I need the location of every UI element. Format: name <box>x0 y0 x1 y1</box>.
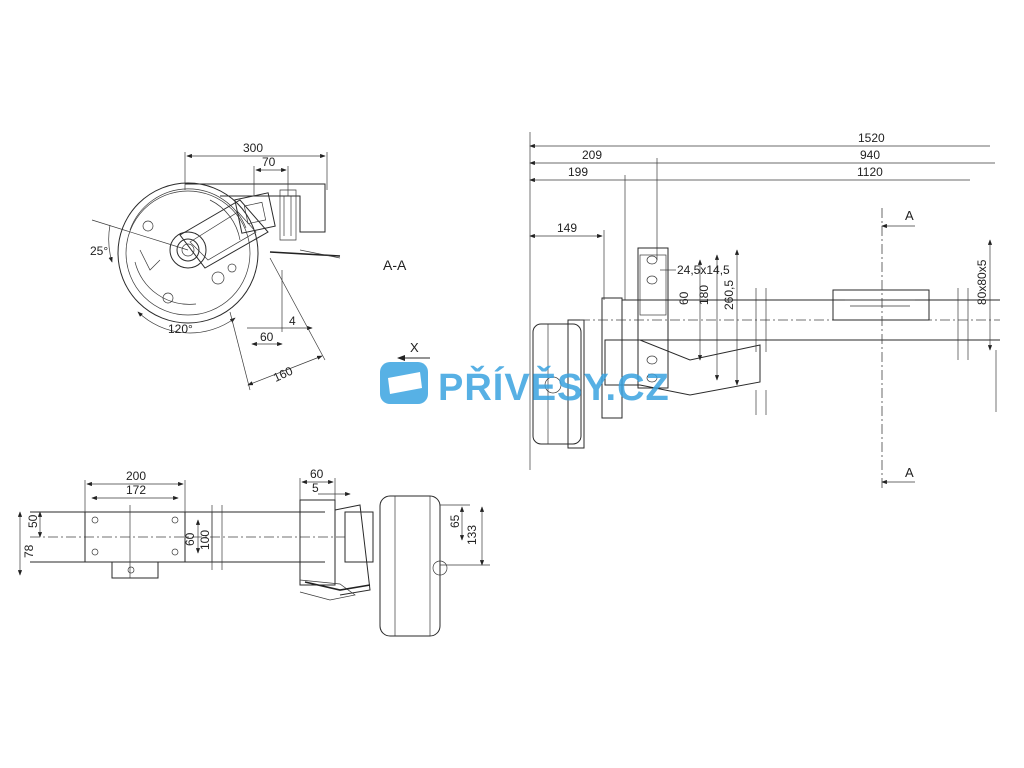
angle-120: 120° <box>168 322 193 336</box>
section-marker-bottom: A <box>905 465 914 480</box>
tube-size: 80x80x5 <box>975 259 989 305</box>
logo-text: PŘÍVĚSY.CZ <box>438 365 670 409</box>
dim-209: 209 <box>582 148 602 162</box>
section-label: A-A <box>383 257 407 273</box>
dim-200: 200 <box>126 469 146 483</box>
slot-dimension: 24,5x14,5 <box>677 263 730 277</box>
dim-199: 199 <box>568 165 588 179</box>
dim-5: 5 <box>312 481 319 495</box>
dim-60-right: 60 <box>677 291 691 305</box>
brand-logo: PŘÍVĚSY.CZ <box>380 362 670 409</box>
dim-60-bottom-top: 60 <box>310 467 324 481</box>
dim-65: 65 <box>448 514 462 528</box>
dim-70: 70 <box>262 155 276 169</box>
dim-4: 4 <box>289 314 296 328</box>
section-marker-top: A <box>905 208 914 223</box>
top-left-view: 300 70 25° 120° 60 4 160 <box>90 141 341 391</box>
dim-1120: 1120 <box>857 165 883 179</box>
right-view: 1520 209 940 199 1120 149 <box>529 131 1000 490</box>
dim-160: 160 <box>271 364 295 385</box>
dim-60-bottom: 60 <box>183 532 197 546</box>
dim-180: 180 <box>697 285 711 305</box>
dim-133: 133 <box>465 525 479 545</box>
bottom-view: 200 172 50 78 60 100 60 5 6 <box>17 467 490 637</box>
dim-300: 300 <box>243 141 263 155</box>
dim-100: 100 <box>198 530 212 550</box>
dim-940: 940 <box>860 148 880 162</box>
dim-260: 260,5 <box>722 280 736 310</box>
dim-78: 78 <box>22 544 36 558</box>
dim-149: 149 <box>557 221 577 235</box>
dim-50: 50 <box>26 514 40 528</box>
dim-172: 172 <box>126 483 146 497</box>
angle-25: 25° <box>90 244 108 258</box>
dim-60-top: 60 <box>260 330 274 344</box>
axis-label-x: X <box>410 340 419 355</box>
dim-1520: 1520 <box>858 131 885 145</box>
